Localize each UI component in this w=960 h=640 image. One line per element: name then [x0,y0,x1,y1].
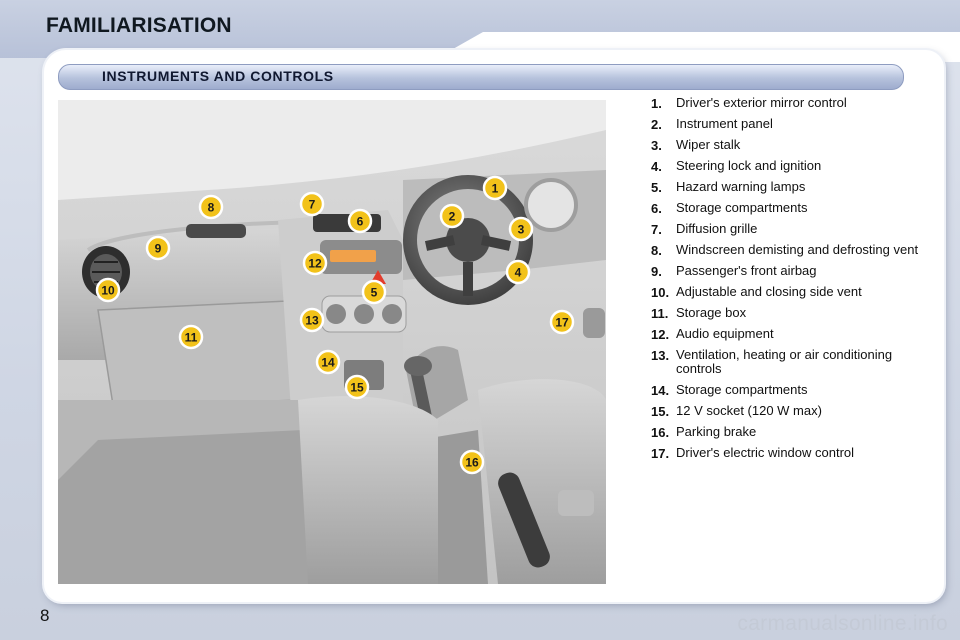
callout-badge-5: 5 [361,279,387,305]
legend-number: 3. [651,138,662,153]
svg-text:15: 15 [350,381,364,395]
section-header-bar [58,64,904,90]
legend-label: 12 V socket (120 W max) [676,403,822,418]
svg-text:3: 3 [518,223,525,237]
legend-number: 8. [651,243,662,258]
callout-badge-3: 3 [508,216,534,242]
svg-text:8: 8 [208,201,215,215]
legend-number: 5. [651,180,662,195]
legend-item: 16. Parking brake [651,424,921,441]
legend-label: Storage compartments [676,200,808,215]
legend-item: 8. Windscreen demisting and defrosting ve… [651,242,921,259]
callout-badge-10: 10 [95,277,121,303]
callout-badge-12: 12 [302,250,328,276]
legend-list: 1. Driver's exterior mirror control 2. Ins… [651,96,921,467]
svg-text:12: 12 [308,257,322,271]
legend-item: 13. Ventilation, heating or air condition… [651,348,921,376]
legend-item: 11. Storage box [651,305,921,322]
svg-text:6: 6 [357,215,364,229]
legend-label: Wiper stalk [676,137,741,152]
callout-badge-14: 14 [315,349,341,375]
legend-number: 2. [651,117,662,132]
legend-number: 15. [651,404,670,419]
legend-item: 9. Passenger's front airbag [651,263,921,280]
callout-badge-15: 15 [344,374,370,400]
callout-badge-16: 16 [459,449,485,475]
callout-badge-9: 9 [145,235,171,261]
legend-label: Windscreen demisting and defrosting vent [676,242,919,257]
legend-label: Storage compartments [676,382,808,397]
legend-number: 7. [651,222,662,237]
legend-label: Driver's electric window control [676,445,855,460]
callout-badge-8: 8 [198,194,224,220]
callout-badge-2: 2 [439,203,465,229]
legend-item: 6. Storage compartments [651,200,921,217]
legend-label: Audio equipment [676,326,774,341]
legend-number: 16. [651,425,670,440]
legend-number: 14. [651,383,670,398]
legend-label: Storage box [676,305,747,320]
callout-badge-1: 1 [482,175,508,201]
legend-number: 17. [651,446,670,461]
legend-label: Driver's exterior mirror control [676,95,847,110]
legend-number: 11. [651,306,669,321]
svg-text:16: 16 [465,456,479,470]
legend-item: 1. Driver's exterior mirror control [651,95,921,112]
svg-text:5: 5 [371,286,378,300]
callout-badge-11: 11 [178,324,204,350]
watermark: carmanualsonline.info [737,612,948,635]
legend-number: 9. [651,264,662,279]
legend-number: 6. [651,201,662,216]
legend-number: 12. [651,327,670,342]
page-number: 8 [40,606,50,625]
legend-label: Ventilation, heating or air conditioning… [676,347,893,376]
legend-label: Steering lock and ignition [676,158,822,173]
svg-text:10: 10 [101,284,115,298]
svg-text:2: 2 [449,210,456,224]
legend-item: 14. Storage compartments [651,382,921,399]
legend-item: 7. Diffusion grille [651,221,921,238]
legend-number: 10. [651,285,670,300]
legend-item: 2. Instrument panel [651,116,921,133]
legend-number: 4. [651,159,662,174]
legend-item: 12. Audio equipment [651,326,921,343]
legend-label: Parking brake [676,424,757,439]
dashboard-illustration [58,100,606,584]
svg-text:14: 14 [321,356,335,370]
section-title: INSTRUMENTS AND CONTROLS [102,68,334,84]
svg-text:4: 4 [515,266,522,280]
svg-text:9: 9 [155,242,162,256]
legend-label: Hazard warning lamps [676,179,806,194]
svg-text:11: 11 [185,331,198,345]
legend-number: 1. [651,96,662,111]
legend-label: Passenger's front airbag [676,263,817,278]
legend-number: 13. [651,348,670,363]
legend-item: 15. 12 V socket (120 W max) [651,403,921,420]
legend-item: 17. Driver's electric window control [651,445,921,462]
callout-badge-13: 13 [299,307,325,333]
page-title: FAMILIARISATION [46,14,232,37]
legend-label: Adjustable and closing side vent [676,284,862,299]
legend-label: Instrument panel [676,116,773,131]
callout-badge-7: 7 [299,191,325,217]
callout-badge-17: 17 [549,309,575,335]
legend-label: Diffusion grille [676,221,758,236]
svg-text:13: 13 [305,314,319,328]
legend-item: 3. Wiper stalk [651,137,921,154]
svg-text:17: 17 [555,316,569,330]
callout-badge-6: 6 [347,208,373,234]
legend-item: 5. Hazard warning lamps [651,179,921,196]
legend-item: 4. Steering lock and ignition [651,158,921,175]
svg-text:1: 1 [492,182,499,196]
callout-badge-4: 4 [505,259,531,285]
callout-layer: 1 2 3 4 5 6 7 8 [58,100,606,584]
legend-item: 10. Adjustable and closing side vent [651,284,921,301]
svg-text:7: 7 [309,198,316,212]
